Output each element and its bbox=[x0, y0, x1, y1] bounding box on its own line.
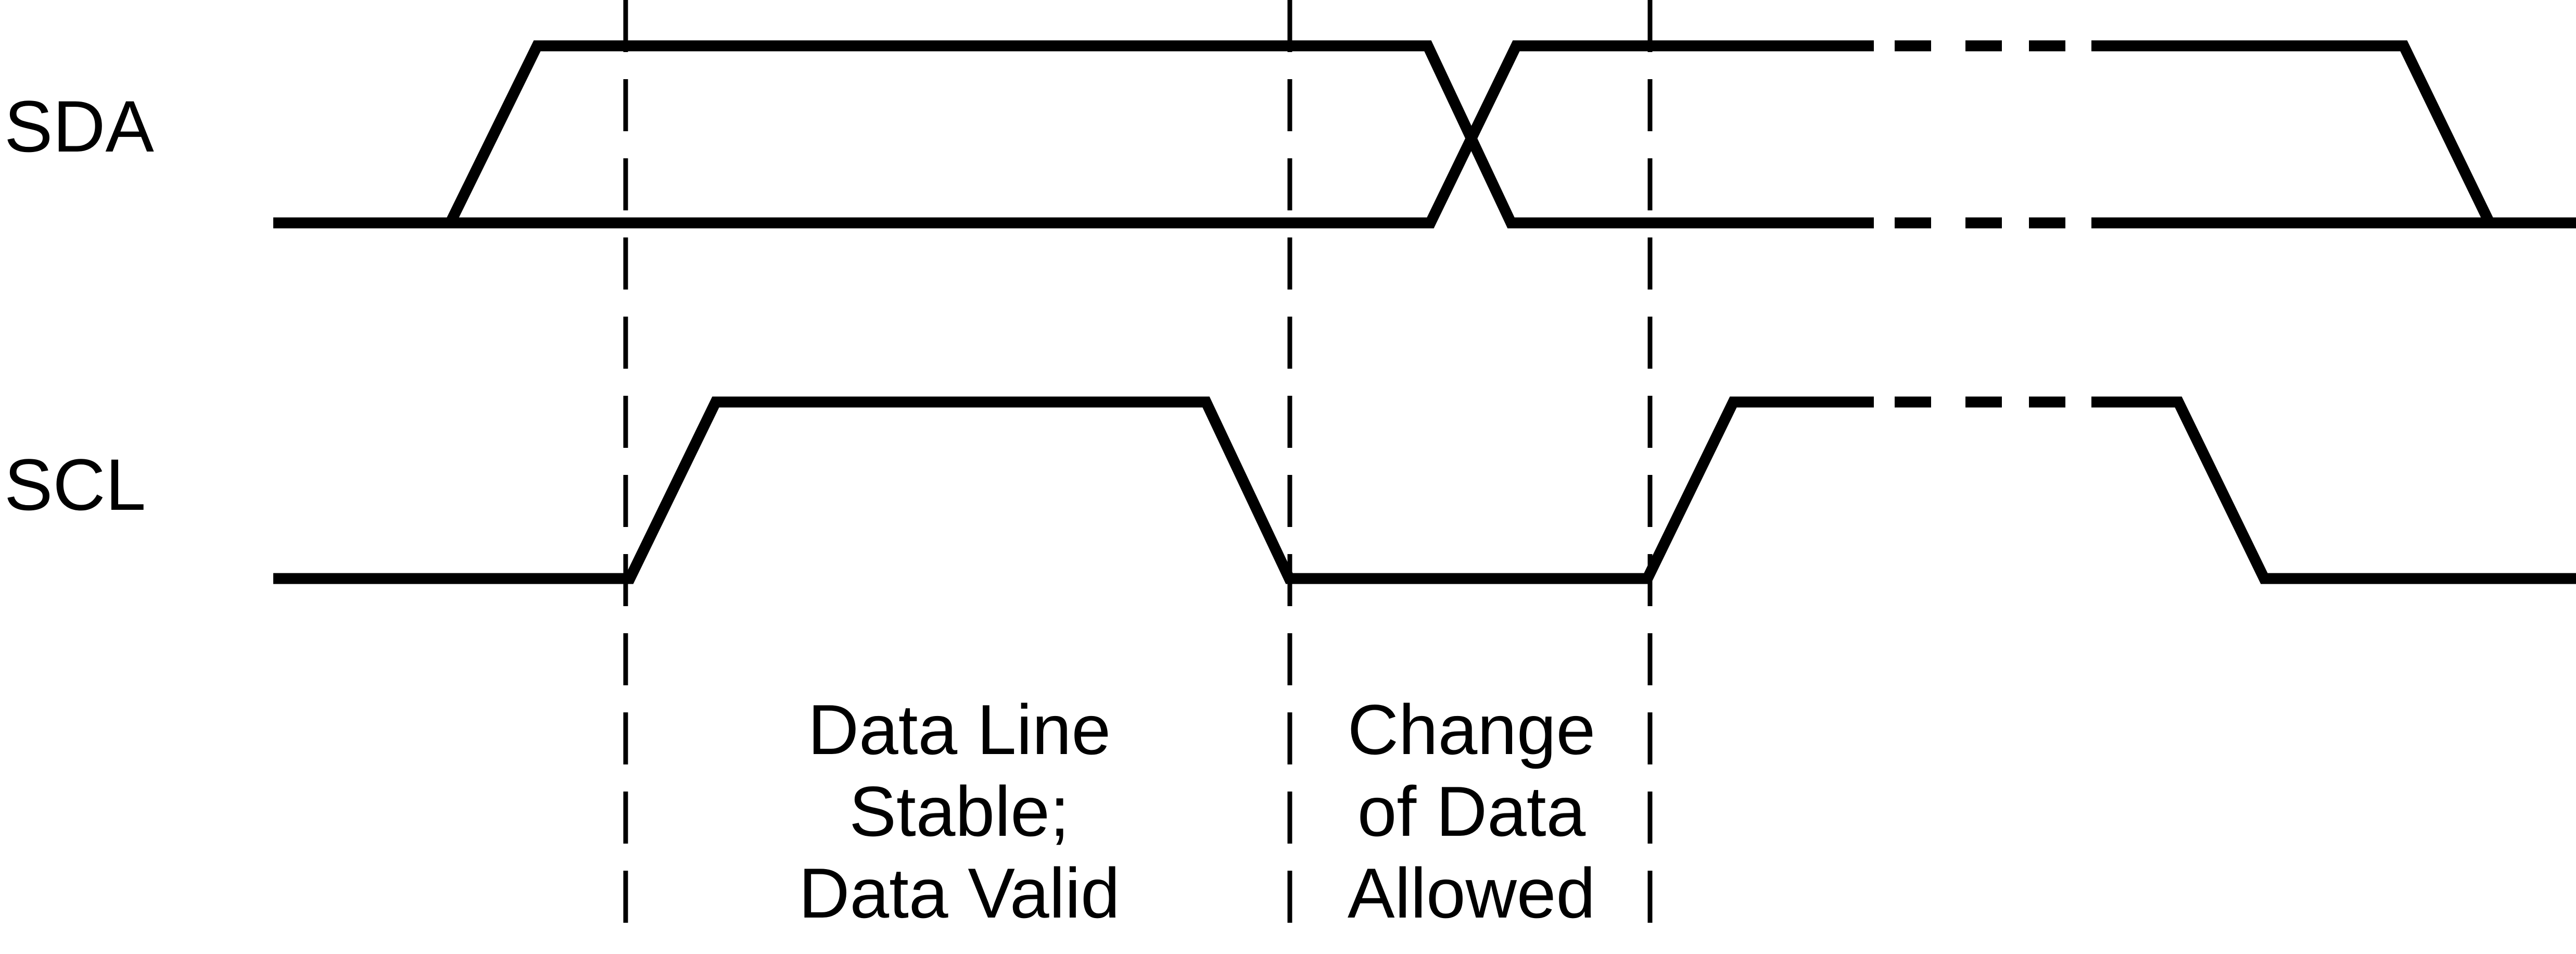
annotation-line: Data Valid bbox=[798, 853, 1120, 933]
annotation-line: Stable; bbox=[849, 772, 1070, 851]
scl-waveform bbox=[273, 396, 2576, 584]
sda-label: SDA bbox=[4, 85, 154, 167]
annotation-line: Change bbox=[1347, 690, 1596, 769]
rail-break-dashes bbox=[1895, 40, 2065, 408]
scl-waveform-segment bbox=[273, 396, 1874, 584]
annotation-line: of Data bbox=[1357, 772, 1586, 851]
sda-waveform-segment bbox=[2091, 40, 2495, 225]
sda-waveform bbox=[273, 40, 2576, 229]
scl-label: SCL bbox=[4, 444, 146, 525]
scl-waveform-segment bbox=[2091, 396, 2576, 584]
annotation-data-valid: Data Line Stable; Data Valid bbox=[725, 689, 1194, 934]
annotation-line: Allowed bbox=[1347, 853, 1596, 933]
sda-waveform-segment bbox=[445, 40, 1874, 229]
annotation-change-allowed: Change of Data Allowed bbox=[1237, 689, 1706, 934]
annotation-line: Data Line bbox=[807, 690, 1111, 769]
sda-waveform-segment bbox=[273, 40, 1874, 229]
